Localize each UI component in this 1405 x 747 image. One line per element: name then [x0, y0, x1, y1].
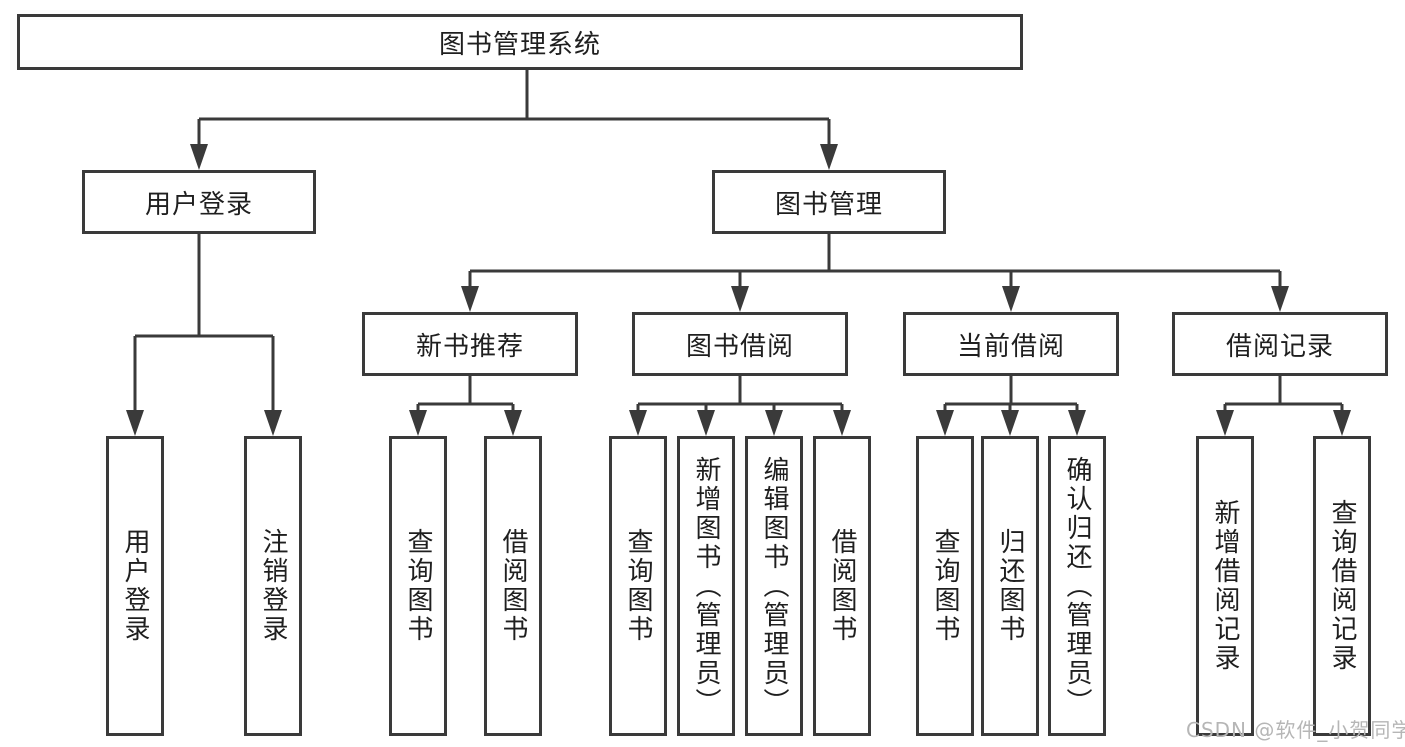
leaf-br-query-record: 查询借阅记录 [1313, 436, 1371, 736]
leaf-br-query-record-label: 查询借阅记录 [1327, 499, 1357, 673]
leaf-bb-query-books-label: 查询图书 [623, 528, 653, 644]
leaf-cb-query-books: 查询图书 [916, 436, 974, 736]
leaf-nbr-borrow-books-label: 借阅图书 [498, 528, 528, 644]
node-user-login: 用户登录 [82, 170, 316, 234]
node-book-management: 图书管理 [712, 170, 946, 234]
leaf-logout: 注销登录 [244, 436, 302, 736]
leaf-user-login: 用户登录 [106, 436, 164, 736]
node-root: 图书管理系统 [17, 14, 1023, 70]
leaf-nbr-borrow-books: 借阅图书 [484, 436, 542, 736]
node-book-management-label: 图书管理 [774, 189, 883, 220]
node-borrow-records: 借阅记录 [1172, 312, 1388, 376]
node-borrow-records-label: 借阅记录 [1225, 331, 1334, 362]
leaf-bb-borrow-books: 借阅图书 [813, 436, 871, 736]
node-book-borrow-label: 图书借阅 [685, 331, 794, 362]
leaf-cb-query-books-label: 查询图书 [930, 528, 960, 644]
leaf-logout-label: 注销登录 [258, 528, 288, 644]
node-book-borrow: 图书借阅 [632, 312, 848, 376]
node-new-book-recommend-label: 新书推荐 [415, 331, 524, 362]
leaf-bb-borrow-books-label: 借阅图书 [827, 528, 857, 644]
leaf-cb-confirm-return-admin-label: 确认归还（管理员） [1062, 455, 1092, 717]
leaf-cb-return-books: 归还图书 [981, 436, 1039, 736]
leaf-nbr-query-books: 查询图书 [389, 436, 447, 736]
leaf-cb-confirm-return-admin: 确认归还（管理员） [1048, 436, 1106, 736]
leaf-bb-add-books-admin: 新增图书（管理员） [677, 436, 735, 736]
node-current-borrow: 当前借阅 [903, 312, 1119, 376]
leaf-nbr-query-books-label: 查询图书 [403, 528, 433, 644]
leaf-bb-add-books-admin-label: 新增图书（管理员） [691, 455, 721, 717]
node-user-login-label: 用户登录 [144, 189, 253, 220]
leaf-bb-edit-books-admin: 编辑图书（管理员） [745, 436, 803, 736]
node-root-label: 图书管理系统 [438, 29, 601, 60]
leaf-user-login-label: 用户登录 [120, 528, 150, 644]
arrowheads [126, 144, 1351, 436]
leaf-bb-edit-books-admin-label: 编辑图书（管理员） [759, 455, 789, 717]
node-new-book-recommend: 新书推荐 [362, 312, 578, 376]
csdn-watermark: CSDN @软件_小贺同学 [1186, 718, 1405, 742]
leaf-br-add-record-label: 新增借阅记录 [1210, 499, 1240, 673]
leaf-bb-query-books: 查询图书 [609, 436, 667, 736]
node-current-borrow-label: 当前借阅 [956, 331, 1065, 362]
leaf-br-add-record: 新增借阅记录 [1196, 436, 1254, 736]
leaf-cb-return-books-label: 归还图书 [995, 528, 1025, 644]
